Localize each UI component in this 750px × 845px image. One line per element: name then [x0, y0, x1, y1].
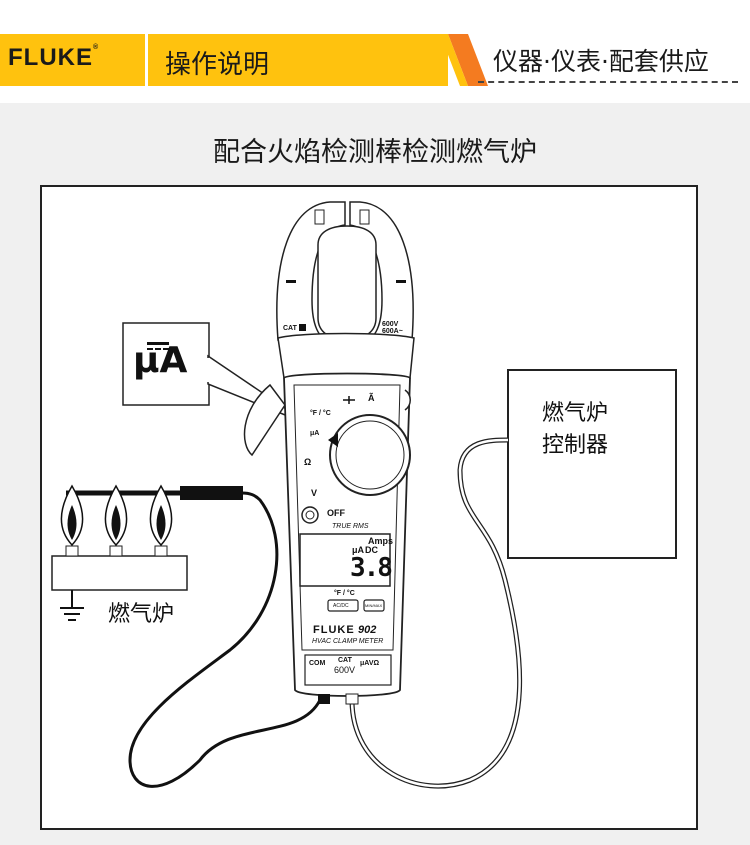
acdc-button-label: AC/DC: [333, 603, 349, 609]
flame-icon: [149, 484, 173, 547]
controller-label-line1: 燃气炉: [542, 401, 609, 426]
cat-square: [299, 324, 306, 331]
jaw-opening: [317, 225, 377, 341]
terminal-cat-label: CAT: [338, 657, 352, 664]
model-brand: FLUKE: [313, 624, 355, 636]
rating-a-label: 600A~: [382, 328, 403, 335]
brand-name: FLUKE®: [8, 44, 100, 71]
rotary-dial[interactable]: [329, 414, 411, 496]
dial-temp-label: °F / °C: [310, 410, 331, 417]
lcd-ua-label: μA: [352, 545, 365, 555]
controller-label-line2: 控制器: [542, 433, 609, 458]
jaw-cat-label: CAT: [283, 325, 297, 332]
model-description: HVAC CLAMP METER: [312, 638, 384, 645]
dial-volt-label: V: [311, 488, 318, 498]
dial-off-label: OFF: [327, 508, 345, 518]
header-bar: FLUKE® 操作说明 仪器·仪表·配套供应: [0, 34, 750, 86]
dial-ohm-label: Ω: [304, 457, 312, 467]
terminal-600v-label: 600V: [334, 665, 356, 675]
diagram-title: 配合火焰检测棒检测燃气炉: [213, 137, 537, 168]
terminal-panel: [304, 654, 392, 686]
burner-nozzle: [65, 545, 79, 557]
minmax-button[interactable]: [363, 599, 385, 612]
dashed-underline: [478, 81, 738, 83]
ground-icon: [60, 590, 84, 621]
controller-box: [507, 369, 677, 559]
lcd-display: [299, 533, 391, 587]
hand-guard: [277, 332, 415, 379]
dc-symbol-dash: [147, 348, 169, 350]
callout-unit: μA: [133, 340, 188, 381]
dial-ac-amps-label: Ã: [368, 393, 375, 403]
clamp-meter: [243, 201, 415, 705]
burner-nozzle: [109, 545, 123, 557]
controller-label: 燃气炉 控制器: [542, 398, 608, 462]
dial-ua-label: μA: [310, 430, 320, 437]
rating-v-label: 600V: [382, 321, 399, 328]
flame-icon: [104, 484, 128, 547]
terminal-uav-label: μAVΩ: [360, 660, 380, 667]
stripe-decoration: [440, 34, 488, 86]
acdc-button[interactable]: [327, 599, 359, 612]
furnace-label: 燃气炉: [108, 602, 175, 627]
lcd-amps-label: Amps: [368, 536, 394, 546]
backlight-icon[interactable]: [301, 506, 319, 524]
burner-nozzle: [154, 545, 168, 557]
controller-lead-inner: [350, 438, 521, 788]
rod-clip: [180, 486, 243, 500]
terminal-com-label: COM: [309, 660, 326, 667]
com-lead: [128, 491, 322, 788]
brand-logo: FLUKE®: [0, 34, 145, 86]
burner-box: [51, 555, 188, 591]
temp-button-label: °F / °C: [334, 590, 355, 597]
dc-symbol-bar: [147, 342, 169, 345]
lcd-reading: 3.8: [350, 553, 393, 583]
true-rms-label: TRUE RMS: [332, 523, 369, 530]
minmax-button-label: MIN/MAX: [365, 603, 383, 608]
title-banner: [148, 34, 448, 86]
flame-icon: [60, 484, 84, 547]
callout-box: [122, 322, 210, 406]
lcd-dc-label: DC: [365, 545, 378, 555]
model-number: 902: [358, 624, 377, 636]
supplier-text: 仪器·仪表·配套供应: [493, 47, 709, 76]
page-title: 操作说明: [165, 50, 270, 80]
